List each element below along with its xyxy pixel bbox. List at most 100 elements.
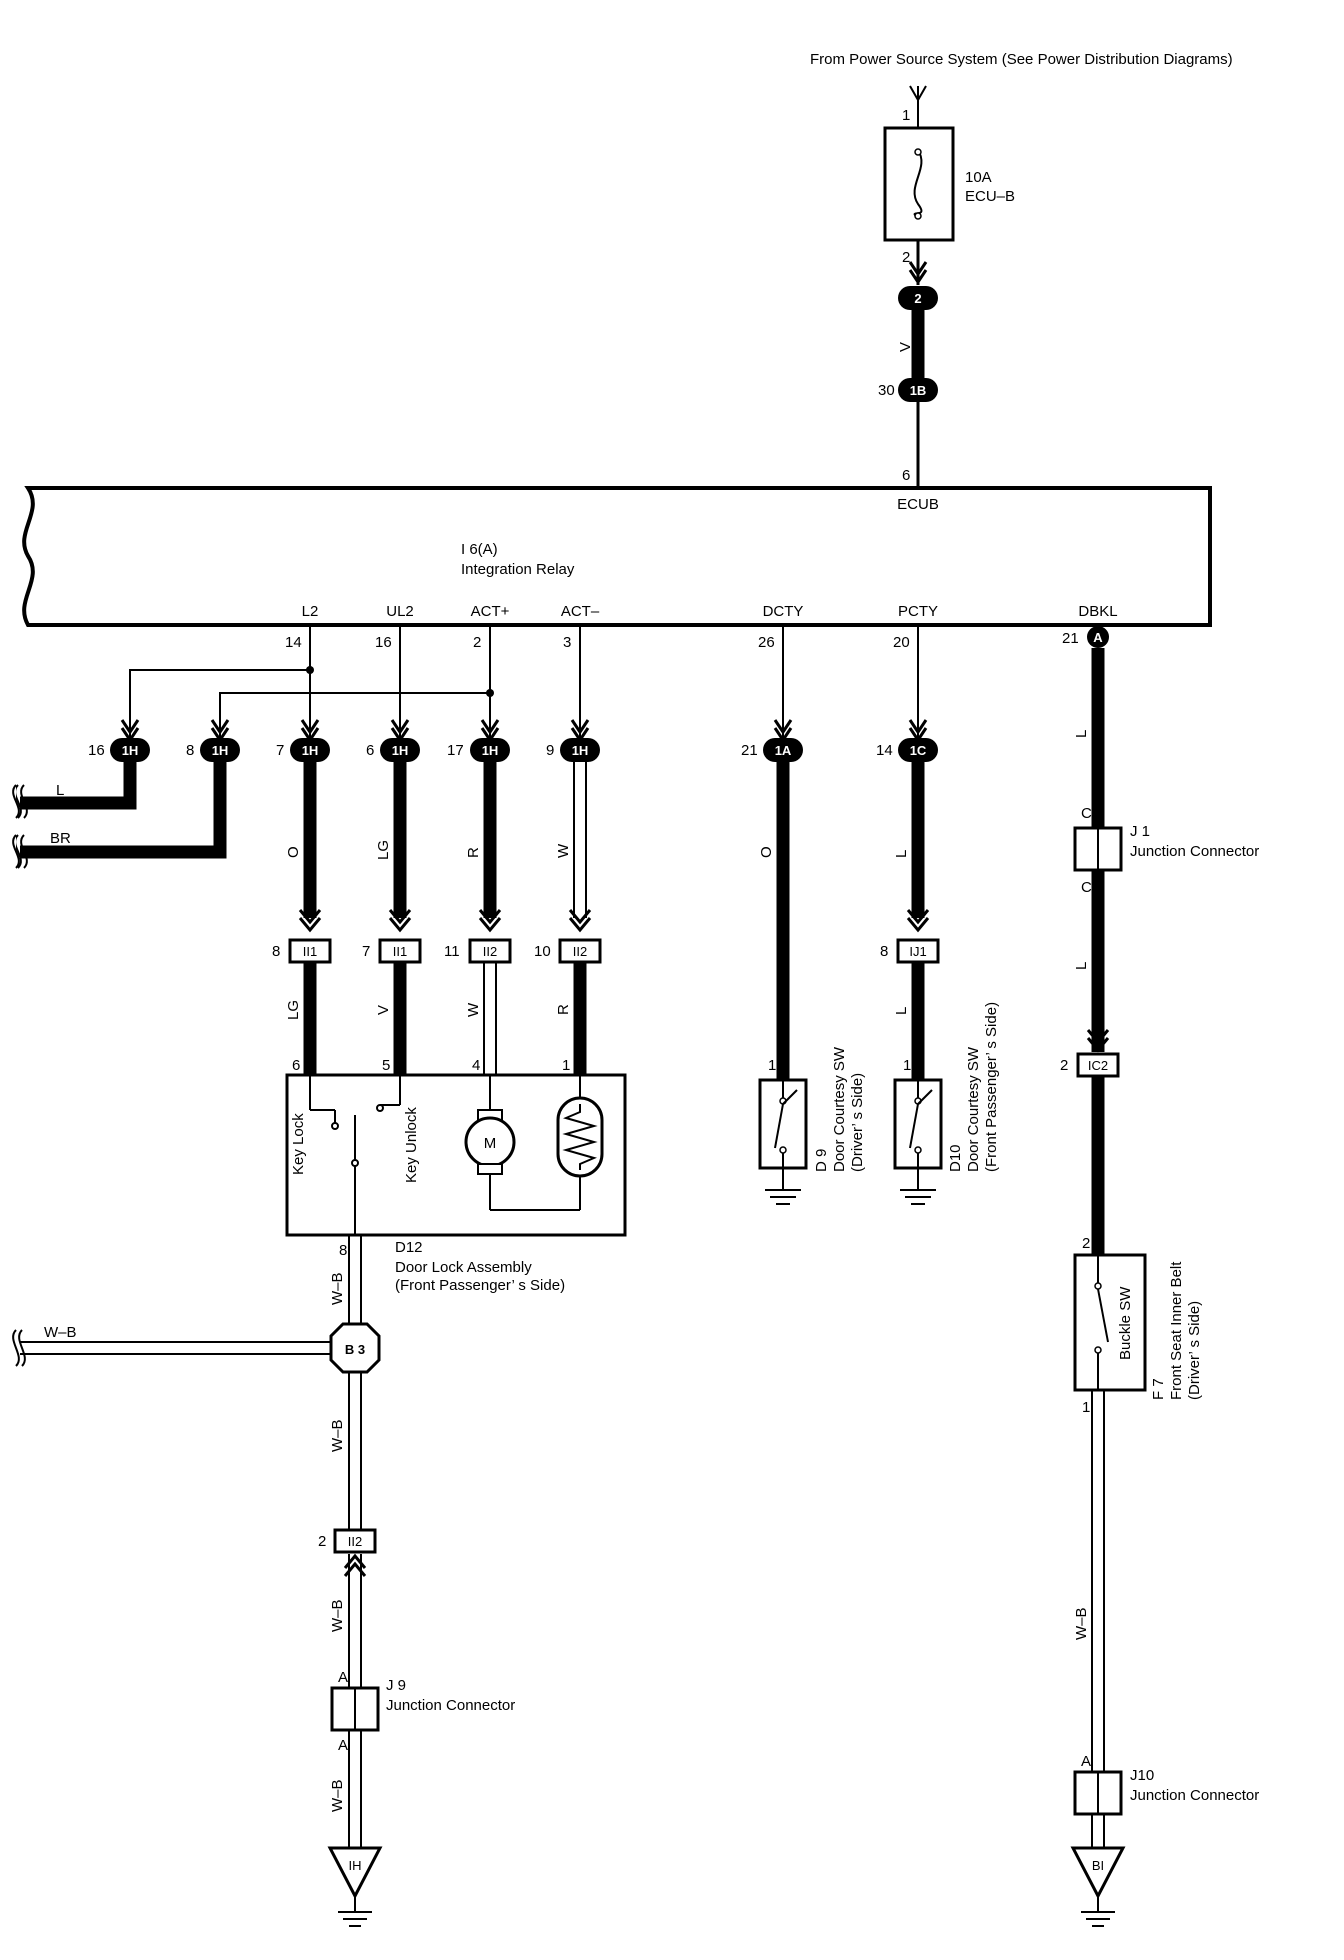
d10-switch [893, 1078, 943, 1205]
relay-name: Integration Relay [461, 561, 575, 578]
pin-actm: 3 [563, 634, 571, 651]
svg-text:1C: 1C [910, 743, 927, 758]
ecub-pin: 6 [902, 467, 910, 484]
terminal-pcty: PCTY [898, 603, 938, 620]
splice-l2 [306, 666, 314, 674]
connector-1h-7-pin: 7 [276, 742, 284, 759]
f7-name: Front Seat Inner Belt [1168, 1261, 1185, 1400]
d9-ref: D 9 [813, 1149, 830, 1172]
svg-text:IC2: IC2 [1088, 1058, 1108, 1073]
fuse-pin-out: 2 [902, 249, 910, 266]
connector-ii1-7: II1 [378, 938, 422, 964]
fuse-box [883, 126, 955, 242]
ecub-label: ECUB [897, 496, 939, 513]
svg-text:1H: 1H [482, 743, 499, 758]
connector-1B-pin: 30 [878, 382, 895, 399]
connector-ij1-8-pin: 8 [880, 943, 888, 960]
j1-pin-bot: C [1081, 879, 1092, 896]
wires-mid-lower [303, 962, 925, 1080]
wire-color-wb-1: W–B [329, 1272, 346, 1305]
svg-text:II2: II2 [348, 1534, 362, 1549]
terminal-l2: L2 [302, 603, 319, 620]
ground-ih [327, 1846, 383, 1927]
wire-actm-white [573, 762, 587, 918]
j9-ref: J 9 [386, 1677, 406, 1694]
j9-pin-bot: A [338, 1737, 348, 1754]
motor-label: M [484, 1135, 497, 1152]
connector-1h-16: 1H [110, 738, 150, 762]
d10-side: (Front Passenger’ s Side) [983, 1002, 1000, 1172]
connector-1a: 1A [763, 738, 803, 762]
wire-color-left-br: BR [50, 830, 71, 847]
connector-1h-6-pin: 6 [366, 742, 374, 759]
connector-ic2-pin: 2 [1060, 1057, 1068, 1074]
fuse-rating: 10A [965, 169, 992, 186]
key-unlock-label: Key Unlock [403, 1107, 420, 1183]
terminal-actp: ACT+ [471, 603, 510, 620]
connector-ij1-8: IJ1 [896, 938, 940, 964]
svg-text:A: A [1093, 630, 1103, 645]
connector-1h-9-pin: 9 [546, 742, 554, 759]
door-lock-ref: D12 [395, 1239, 423, 1256]
door-lock-pin-5: 5 [382, 1057, 390, 1074]
svg-text:II2: II2 [483, 944, 497, 959]
wire-color-wb-3: W–B [329, 1599, 346, 1632]
connector-1h-8-pin: 8 [186, 742, 194, 759]
connector-1a-pin: 21 [741, 742, 758, 759]
j1-name: Junction Connector [1130, 843, 1259, 860]
svg-text:1A: 1A [775, 743, 792, 758]
chevrons-1h [120, 719, 928, 743]
break-marks-wb-left [0, 1325, 26, 1370]
ground-ih-label: IH [349, 1858, 362, 1873]
connector-1c-pin: 14 [876, 742, 893, 759]
d9-pin: 1 [768, 1057, 776, 1074]
wire-color-actp-bot: W [465, 1002, 482, 1017]
wire-color-dbkl-1: L [1073, 730, 1090, 738]
door-lock-name: Door Lock Assembly [395, 1259, 532, 1276]
door-lock-pin-4: 4 [472, 1057, 480, 1074]
pin-pcty: 20 [893, 634, 910, 651]
splice-actp [486, 689, 494, 697]
j1-ref: J 1 [1130, 823, 1150, 840]
wire-color-wb-4: W–B [329, 1779, 346, 1812]
connector-1h-17-pin: 17 [447, 742, 464, 759]
wires-mid-upper [303, 762, 925, 1080]
connector-ii1-8: II1 [288, 938, 332, 964]
door-lock-side: (Front Passenger’ s Side) [395, 1277, 565, 1294]
pin-l2: 14 [285, 634, 302, 651]
door-lock-pin-6: 6 [292, 1057, 300, 1074]
relay-thin-wires [129, 625, 919, 744]
connector-1h-17: 1H [470, 738, 510, 762]
door-lock-pin-1: 1 [562, 1057, 570, 1074]
f7-side: (Driver’ s Side) [1186, 1301, 1203, 1400]
svg-text:1B: 1B [910, 383, 927, 398]
connector-a-dbkl: A [1087, 626, 1109, 648]
chevrons-ic2 [1086, 1029, 1110, 1053]
wire-fuse-v [908, 240, 928, 490]
svg-text:II1: II1 [393, 944, 407, 959]
connector-1h-9: 1H [560, 738, 600, 762]
wire-color-wb-right: W–B [1073, 1607, 1090, 1640]
connector-1h-8: 1H [200, 738, 240, 762]
d9-switch [758, 1078, 808, 1205]
wire-left-l-br [20, 762, 227, 859]
pin-ul2: 16 [375, 634, 392, 651]
svg-text:B 3: B 3 [345, 1342, 365, 1357]
wire-color-pcty: L [893, 850, 910, 858]
j9-name: Junction Connector [386, 1697, 515, 1714]
svg-text:1H: 1H [572, 743, 589, 758]
svg-text:1H: 1H [122, 743, 139, 758]
power-source-label: From Power Source System (See Power Dist… [810, 51, 1233, 68]
door-lock-pin-8: 8 [339, 1242, 347, 1259]
connector-ii2-11-pin: 11 [444, 943, 460, 960]
motor [464, 1075, 580, 1211]
key-lock-label: Key Lock [290, 1113, 307, 1175]
d10-pin: 1 [903, 1057, 911, 1074]
f7-ref: F 7 [1150, 1378, 1167, 1400]
j1-junction-connector [1073, 826, 1123, 872]
svg-text:II2: II2 [573, 944, 587, 959]
terminal-ul2: UL2 [386, 603, 414, 620]
wire-color-l2-bot: LG [285, 1000, 302, 1020]
wire-color-actm-top: W [555, 843, 572, 858]
connector-2: 2 [898, 286, 938, 310]
